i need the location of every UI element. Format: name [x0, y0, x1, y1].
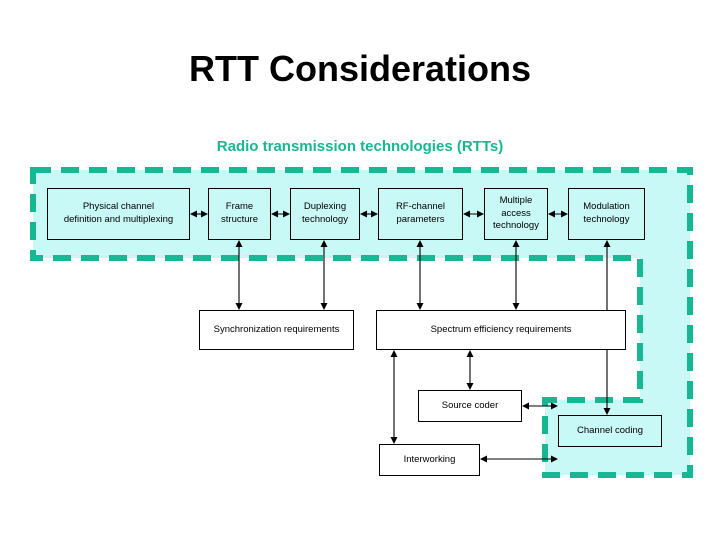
node-line-2: definition and multiplexing	[63, 214, 174, 225]
node-channel-coding[interactable]: Channel coding	[558, 415, 662, 447]
node-line-1: Physical channel	[82, 201, 155, 213]
node-synchronization-requirements[interactable]: Synchronization requirements	[199, 310, 354, 350]
node-channel-coding-label: Channel coding	[576, 424, 644, 436]
node-synchronization-requirements-label: Synchronization requirements	[213, 323, 340, 335]
node-physical-channel-label: Physical channel definition and multiple…	[64, 201, 173, 227]
node-line-2: technology	[302, 214, 348, 225]
highlight-column-right	[640, 258, 690, 400]
node-spectrum-efficiency-requirements-label: Spectrum efficiency requirements	[430, 323, 572, 335]
node-line-1: Multiple	[499, 194, 533, 206]
node-modulation-technology[interactable]: Modulation technology	[568, 188, 645, 240]
node-line-1: Frame	[225, 201, 254, 213]
node-line-3: technology	[493, 220, 539, 232]
node-physical-channel[interactable]: Physical channel definition and multiple…	[47, 188, 190, 240]
node-line-2: structure	[221, 214, 258, 225]
node-line-1: RF-channel	[395, 201, 446, 213]
node-frame-structure-label: Frame structure	[221, 201, 258, 227]
node-line-2: parameters	[396, 214, 445, 225]
node-duplexing-technology[interactable]: Duplexing technology	[290, 188, 360, 240]
node-interworking[interactable]: Interworking	[379, 444, 480, 476]
node-frame-structure[interactable]: Frame structure	[208, 188, 271, 240]
node-multiple-access-technology[interactable]: Multiple access technology	[484, 188, 548, 240]
node-rf-channel-parameters-label: RF-channel parameters	[396, 201, 445, 227]
node-source-coder[interactable]: Source coder	[418, 390, 522, 422]
node-line-2: access	[501, 207, 531, 219]
node-interworking-label: Interworking	[403, 453, 456, 465]
node-spectrum-efficiency-requirements[interactable]: Spectrum efficiency requirements	[376, 310, 626, 350]
node-line-1: Duplexing	[303, 201, 347, 213]
node-source-coder-label: Source coder	[441, 399, 499, 411]
node-duplexing-technology-label: Duplexing technology	[302, 201, 348, 227]
node-rf-channel-parameters[interactable]: RF-channel parameters	[378, 188, 463, 240]
node-line-1: Modulation	[583, 201, 630, 213]
node-modulation-technology-label: Modulation technology	[583, 201, 629, 227]
page-title: RTT Considerations	[188, 48, 532, 89]
node-line-2: technology	[583, 214, 630, 225]
page-subtitle: Radio transmission technologies (RTTs)	[216, 138, 504, 155]
node-multiple-access-technology-label: Multiple access technology	[493, 195, 539, 233]
